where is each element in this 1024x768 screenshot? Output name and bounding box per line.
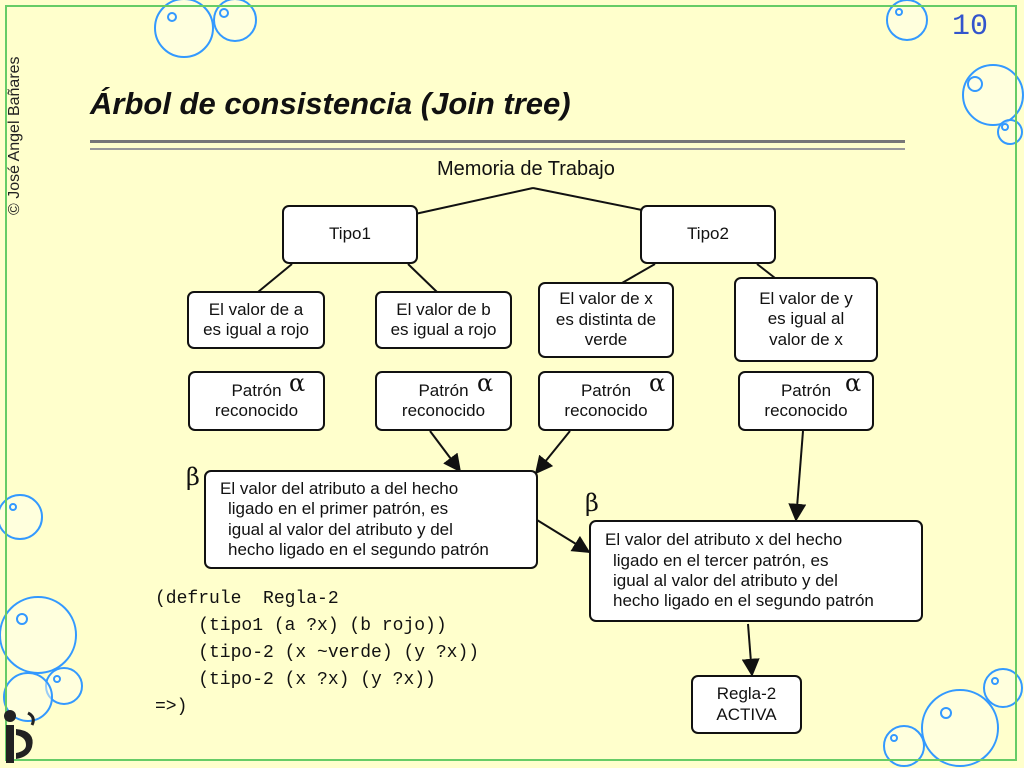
alpha-symbol-y: α: [845, 369, 862, 397]
slide-number: 10: [951, 10, 988, 44]
beta2-to-regla-arrow: [741, 623, 760, 677]
tipo1-node: Tipo1: [282, 205, 418, 264]
slide-frame: [5, 5, 1017, 761]
alpha-symbol-a: α: [289, 369, 306, 397]
slide-title: Árbol de consistencia (Join tree): [90, 86, 571, 121]
alpha-b-to-beta1-arrow: [429, 430, 462, 473]
tipo2-to-cond-x-line: [621, 263, 656, 284]
memoria-de-trabajo-label: Memoria de Trabajo: [437, 158, 615, 180]
beta-symbol-1: β: [186, 463, 200, 491]
university-logo-icon: [4, 710, 35, 763]
wm-to-tipo2-line: [532, 187, 643, 211]
tipo2-node: Tipo2: [640, 205, 776, 264]
alpha-symbol-x: α: [649, 369, 666, 397]
beta-memory-2: El valor del atributo x del hecho ligado…: [589, 520, 923, 622]
alpha-y-to-beta2-arrow: [788, 430, 807, 522]
defrule-code: (defrule Regla-2 (tipo1 (a ?x) (b rojo))…: [155, 586, 479, 721]
beta-memory-1: El valor del atributo a del hecho ligado…: [204, 470, 538, 569]
tipo1-to-cond-b-line: [407, 263, 438, 293]
beta1-to-beta2-arrow: [536, 519, 591, 553]
wm-to-tipo1-line: [414, 187, 534, 215]
code-line: (tipo-2 (x ?x) (y ?x)): [155, 670, 436, 690]
code-line: (tipo-2 (x ~verde) (y ?x)): [155, 643, 480, 663]
tipo2-to-cond-y-line: [756, 263, 776, 279]
title-divider: [90, 140, 905, 150]
code-line: =>): [155, 697, 188, 717]
beta-symbol-2: β: [585, 489, 599, 517]
tipo1-to-cond-a-line: [257, 263, 293, 293]
alpha-symbol-b: α: [477, 369, 494, 397]
code-line: (tipo1 (a ?x) (b rojo)): [155, 616, 447, 636]
alpha-x-to-beta1-arrow: [534, 430, 571, 475]
code-line: (defrule Regla-2: [155, 589, 339, 609]
